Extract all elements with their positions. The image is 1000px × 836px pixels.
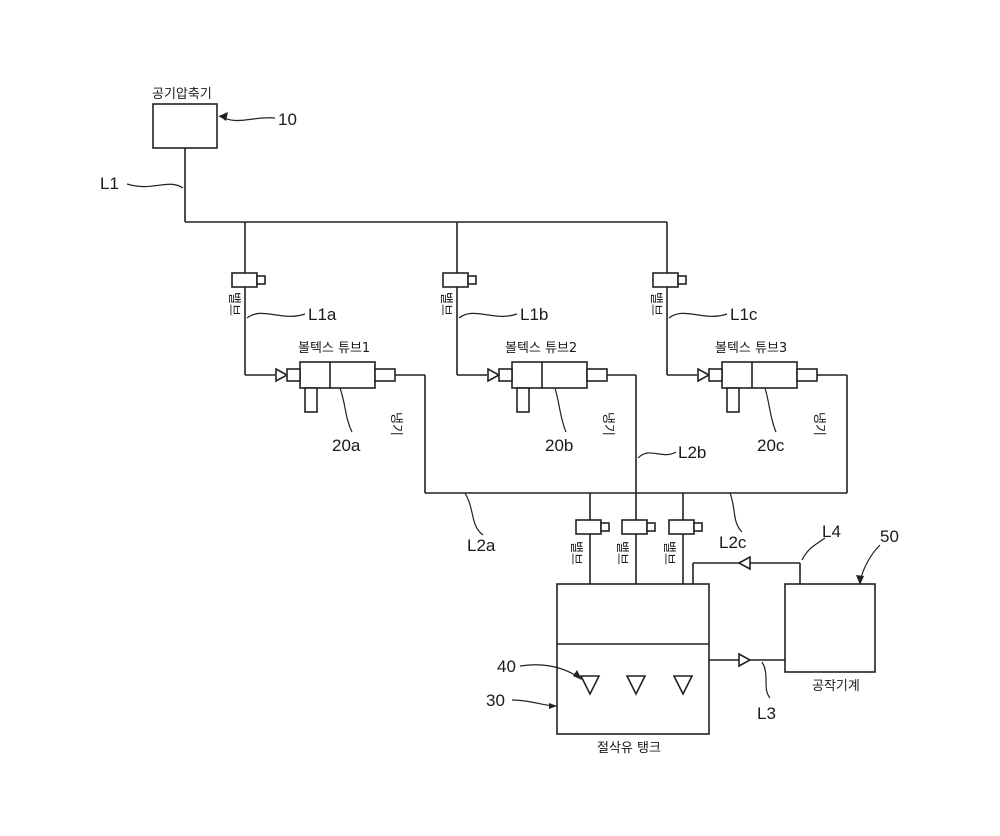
leader-20a <box>340 388 352 432</box>
check-valve-L3 <box>739 654 750 666</box>
leader-L2a <box>465 493 483 535</box>
valve-3-label: 밸브 <box>648 292 663 316</box>
vortex-tube-2-cold-end <box>587 369 607 381</box>
leader-20b <box>555 388 566 432</box>
valve-1-coil <box>257 276 265 284</box>
check-valve-3 <box>698 369 709 381</box>
leader-L2b <box>638 452 676 458</box>
cold-air-label-3: 냉기 <box>811 412 826 436</box>
tank-valve-3 <box>669 520 694 534</box>
valve-1-label: 밸브 <box>226 292 241 316</box>
tank-valve-3-coil <box>694 523 702 531</box>
label-50: 50 <box>880 527 899 546</box>
vortex-tube-2-label: 볼텍스 튜브2 <box>505 341 577 356</box>
valve-2 <box>443 273 468 287</box>
valve-3 <box>653 273 678 287</box>
vortex-tube-3-inlet <box>709 369 722 381</box>
valve-2-label: 밸브 <box>438 292 453 316</box>
vortex-tube-1-inlet <box>287 369 300 381</box>
tank-valve-2 <box>622 520 647 534</box>
label-L2b: L2b <box>678 443 706 462</box>
leader-L1c <box>669 313 727 318</box>
branch-1: 밸브 L1a 볼텍스 튜브1 20a 냉기 <box>226 222 425 493</box>
label-10: 10 <box>278 110 297 129</box>
valve-3-coil <box>678 276 686 284</box>
cutting-oil-tank <box>557 584 709 734</box>
vortex-tube-1 <box>300 362 375 388</box>
cold-air-label-1: 냉기 <box>388 412 403 436</box>
tank-valve-2-label: 밸브 <box>614 541 629 565</box>
label-L2a: L2a <box>467 536 496 555</box>
leader-L3 <box>762 662 770 698</box>
label-L2c: L2c <box>719 533 747 552</box>
label-L4: L4 <box>822 522 841 541</box>
arrow-30 <box>549 703 557 709</box>
leader-L4 <box>802 538 825 560</box>
label-20a: 20a <box>332 436 361 455</box>
label-L1: L1 <box>100 174 119 193</box>
air-compressor-box <box>153 104 217 148</box>
air-compressor-label: 공기압축기 <box>152 87 212 102</box>
vortex-tube-3-label: 볼텍스 튜브3 <box>715 341 787 356</box>
tank-valve-3-label: 밸브 <box>661 541 676 565</box>
valve-1 <box>232 273 257 287</box>
vortex-tube-1-hot-end <box>305 388 317 412</box>
tank-valve-1-coil <box>601 523 609 531</box>
vortex-tube-2-inlet <box>499 369 512 381</box>
vortex-tube-1-cold-end <box>375 369 395 381</box>
cold-air-label-2: 냉기 <box>600 412 615 436</box>
leader-L2c <box>730 493 742 532</box>
tank-valve-1-label: 밸브 <box>568 541 583 565</box>
leader-L1a <box>247 313 305 318</box>
label-30: 30 <box>486 691 505 710</box>
leader-10 <box>219 116 275 121</box>
check-valve-L4 <box>739 557 750 569</box>
vortex-tube-3 <box>722 362 797 388</box>
check-valve-2 <box>488 369 499 381</box>
vortex-tube-2 <box>512 362 587 388</box>
machine-tool-label: 공작기계 <box>812 679 860 694</box>
valve-2-coil <box>468 276 476 284</box>
vortex-tube-3-cold-end <box>797 369 817 381</box>
label-20b: 20b <box>545 436 573 455</box>
tank-label: 절삭유 탱크 <box>597 741 661 756</box>
tank-valve-1 <box>576 520 601 534</box>
leader-20c <box>765 388 776 432</box>
machine-tool-box <box>785 584 875 672</box>
label-20c: 20c <box>757 436 785 455</box>
label-L3: L3 <box>757 704 776 723</box>
vortex-tube-3-hot-end <box>727 388 739 412</box>
label-L1a: L1a <box>308 305 337 324</box>
check-valve-1 <box>276 369 287 381</box>
leader-L1b <box>459 313 517 318</box>
tank-valve-2-coil <box>647 523 655 531</box>
label-L1b: L1b <box>520 305 548 324</box>
label-40: 40 <box>497 657 516 676</box>
vortex-tube-1-label: 볼텍스 튜브1 <box>298 341 370 356</box>
label-L1c: L1c <box>730 305 758 324</box>
leader-L1 <box>127 184 183 188</box>
vortex-tube-2-hot-end <box>517 388 529 412</box>
